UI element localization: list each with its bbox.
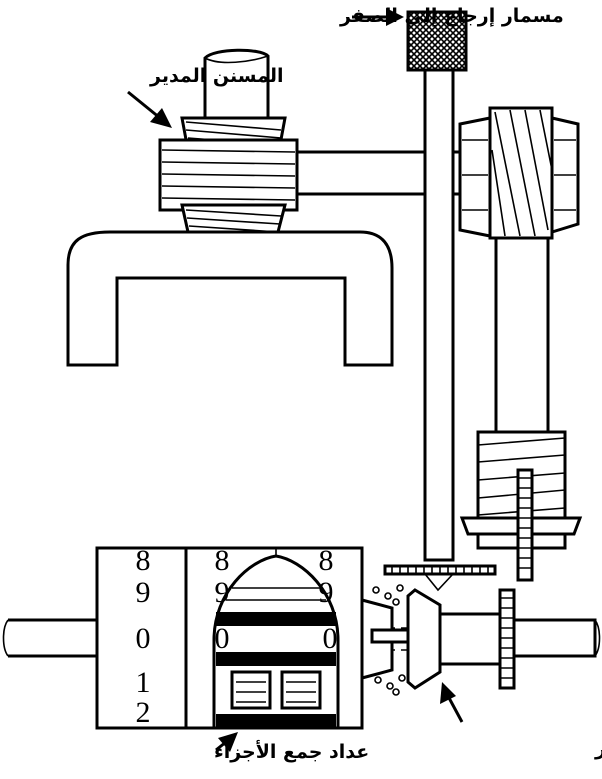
digit-left-1: 9 xyxy=(136,576,151,609)
reset-rod xyxy=(423,68,455,562)
right-worm-assembly xyxy=(458,106,583,582)
right-vertical-shaft xyxy=(494,236,550,440)
frame xyxy=(66,230,394,367)
digit-left-2: 0 xyxy=(136,622,151,655)
worm-thread-bottom xyxy=(180,203,287,234)
digit-middle-1: 9 xyxy=(215,576,230,609)
digit-right-1: 9 xyxy=(319,576,334,609)
counter-box xyxy=(95,546,364,730)
arrow-zero-reset xyxy=(440,682,464,723)
counter-digits: 8 9 0 1 2 8 9 0 8 9 0 xyxy=(136,544,338,729)
arrow-drive-gear xyxy=(127,90,172,128)
digit-left-3: 1 xyxy=(136,666,151,699)
digit-left-4: 2 xyxy=(136,696,151,729)
label-parts-total-counter: عداد جمع الأجزاء xyxy=(214,740,369,763)
zero-reset-mechanism xyxy=(360,564,516,696)
label-zero-reset-screw: مسمار إرجاع إلى الصفر xyxy=(339,5,564,27)
label-drive-gear: المسنن المدير xyxy=(149,65,284,87)
digit-right-2: 0 xyxy=(323,622,338,655)
digit-middle-0: 8 xyxy=(215,544,230,577)
arrow-zero-reset-screw xyxy=(352,8,404,26)
arrow-parts-total-counter xyxy=(215,732,238,752)
digit-right-0: 8 xyxy=(319,544,334,577)
digit-middle-2: 0 xyxy=(215,622,230,655)
digit-left-0: 8 xyxy=(136,544,151,577)
label-zero-reset: إرجاع إلى الصفر xyxy=(594,738,602,760)
